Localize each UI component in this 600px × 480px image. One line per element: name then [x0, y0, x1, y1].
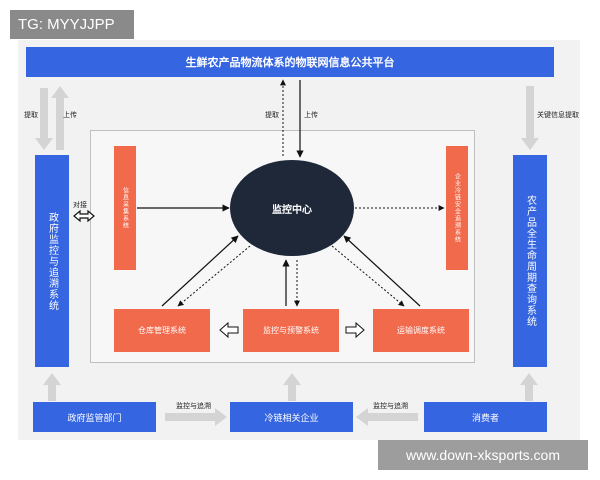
transport-label: 运输调度系统: [397, 326, 445, 335]
info-collect-box: 信息采集系统: [114, 146, 136, 270]
info-collect-label: 信息采集系统: [121, 187, 129, 229]
gov-dept-label: 政府监管部门: [67, 413, 122, 424]
label-monitor-trace-2: 监控与追溯: [373, 402, 408, 410]
gray-arrow-left-up: [51, 86, 69, 150]
watermark: www.down-xksports.com: [378, 440, 588, 470]
label-docking: 对接: [73, 201, 87, 209]
label-monitor-trace-1: 监控与追溯: [176, 402, 211, 410]
gray-arrow-cold-up: [283, 373, 301, 401]
gray-arrow-consumer-up: [520, 373, 538, 401]
right-panel: 农产品全生命周期查询系统: [513, 155, 547, 367]
consumer-box: 消费者: [424, 402, 547, 432]
tg-tag: TG: MYYJJPP: [10, 10, 134, 39]
arrow-center-to-transport: [331, 245, 405, 307]
arrow-warehouse-to-center: [161, 235, 239, 307]
label-upload-mid: 上传: [304, 111, 318, 119]
monitor-warn-box: 监控与预警系统: [243, 309, 339, 352]
left-panel-label: 政府监控与追溯系统: [46, 211, 58, 311]
arrow-transport-to-center: [343, 235, 421, 307]
label-key-info-fetch: 关键信息提取: [537, 111, 579, 119]
monitor-center-label: 监控中心: [272, 204, 312, 216]
consumer-label: 消费者: [471, 413, 499, 424]
label-fetch-left: 提取: [24, 111, 38, 119]
monitor-center: 监控中心: [230, 160, 354, 256]
platform-title: 生鲜农产品物流体系的物联网信息公共平台: [185, 56, 395, 69]
cold-chain-box: 冷链相关企业: [230, 402, 353, 432]
gray-arrow-gov-up: [43, 373, 61, 401]
transport-box: 运输调度系统: [373, 309, 469, 352]
watermark-text: www.down-xksports.com: [405, 447, 561, 463]
cold-chain-label: 冷链相关企业: [264, 413, 319, 424]
enterprise-safety-label: 企业冷链安全追溯系统: [453, 173, 461, 243]
tg-tag-text: TG: MYYJJPP: [18, 16, 115, 33]
left-panel: 政府监控与追溯系统: [35, 155, 69, 367]
platform-title-bar: 生鲜农产品物流体系的物联网信息公共平台: [26, 47, 554, 77]
enterprise-safety-box: 企业冷链安全追溯系统: [446, 146, 468, 270]
label-fetch-mid: 提取: [265, 111, 279, 119]
docking-double-arrow: [73, 209, 95, 223]
warehouse-label: 仓库管理系统: [138, 326, 186, 335]
gray-arrow-consumer-to-cold: [356, 408, 418, 426]
hollow-arrow-to-transport: [345, 321, 365, 339]
gray-arrow-right-down: [521, 86, 539, 150]
label-upload-left: 上传: [63, 111, 77, 119]
right-panel-label: 农产品全生命周期查询系统: [524, 195, 536, 327]
gov-dept-box: 政府监管部门: [33, 402, 156, 432]
gray-arrow-left-down: [35, 88, 53, 150]
monitor-warn-label: 监控与预警系统: [263, 326, 319, 335]
hollow-arrow-to-warehouse: [219, 321, 239, 339]
arrow-center-to-warehouse: [177, 245, 251, 307]
warehouse-box: 仓库管理系统: [114, 309, 210, 352]
gray-arrow-gov-to-cold: [165, 408, 227, 426]
